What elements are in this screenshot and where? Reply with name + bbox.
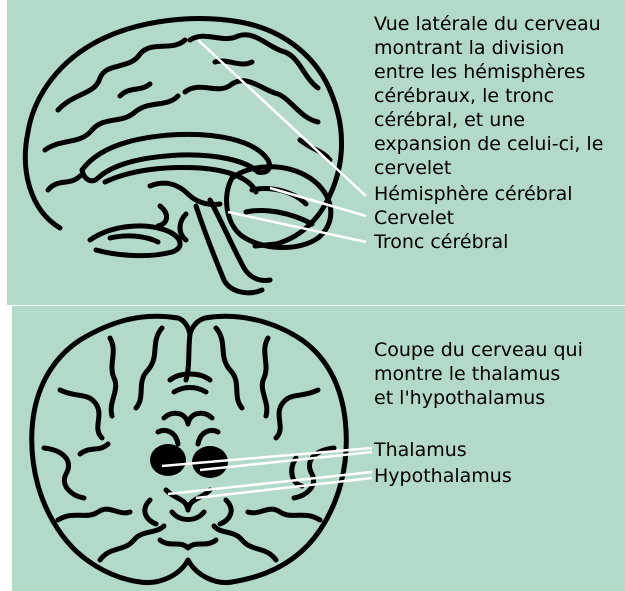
description-line: expansion de celui-ci, le xyxy=(374,132,603,156)
lateral-brain-drawing xyxy=(25,19,341,293)
description-line: et l'hypothalamus xyxy=(374,386,583,410)
description-line: cérébral, et une xyxy=(374,108,603,132)
lateral-view-description: Vue latérale du cerveau montrant la divi… xyxy=(374,12,603,180)
label-hypothalamus: Hypothalamus xyxy=(374,464,512,488)
description-line: Coupe du cerveau qui xyxy=(374,338,583,362)
label-thalamus: Thalamus xyxy=(374,438,467,462)
description-line: montre le thalamus xyxy=(374,362,583,386)
description-line: cervelet xyxy=(374,156,603,180)
label-hemisphere: Hémisphère cérébral xyxy=(374,182,573,206)
description-line: Vue latérale du cerveau xyxy=(374,12,603,36)
label-tronc: Tronc cérébral xyxy=(374,230,508,254)
coronal-brain-drawing xyxy=(32,316,347,582)
description-line: cérébraux, le tronc xyxy=(374,84,603,108)
label-cervelet: Cervelet xyxy=(374,206,454,230)
coronal-section-description: Coupe du cerveau qui montre le thalamus … xyxy=(374,338,583,410)
description-line: montrant la division xyxy=(374,36,603,60)
description-line: entre les hémisphères xyxy=(374,60,603,84)
